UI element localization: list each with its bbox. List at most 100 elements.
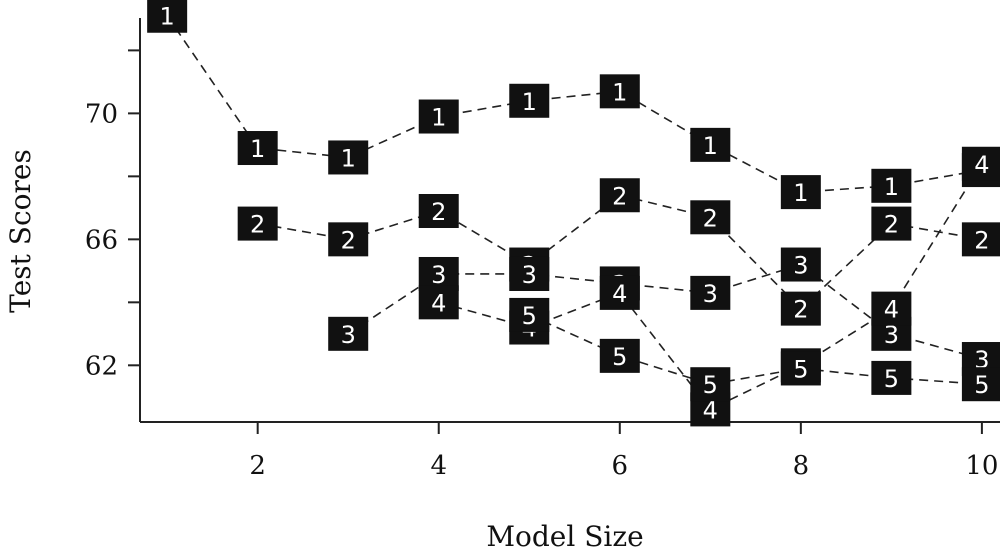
marker-series-1-x8: 1 <box>780 175 821 210</box>
marker-box <box>690 200 731 235</box>
marker-box <box>871 360 912 395</box>
marker-series-4-x6: 4 <box>599 275 640 310</box>
series-markers: 1111111111222222222333333334444444555555 <box>147 0 1000 427</box>
marker-label: 4 <box>884 296 899 324</box>
marker-series-3-x4: 3 <box>418 256 459 291</box>
marker-series-3-x7: 3 <box>690 275 731 310</box>
y-tick-label-70: 70 <box>85 99 118 129</box>
marker-series-1-x3: 1 <box>328 140 369 175</box>
marker-series-2-x8: 2 <box>780 291 821 326</box>
marker-series-1-x9: 1 <box>871 168 912 203</box>
marker-box <box>418 285 459 320</box>
marker-label: 4 <box>703 396 718 424</box>
marker-series-2-x7: 2 <box>690 200 731 235</box>
x-tick-label-8: 8 <box>793 451 810 481</box>
marker-label: 1 <box>431 104 446 132</box>
marker-label: 3 <box>522 261 537 289</box>
marker-label: 1 <box>250 135 265 163</box>
x-tick-label-6: 6 <box>612 451 629 481</box>
marker-label: 5 <box>612 343 627 371</box>
marker-box <box>690 275 731 310</box>
marker-series-5-x9: 5 <box>871 360 912 395</box>
marker-label: 2 <box>250 211 265 239</box>
marker-box <box>871 206 912 241</box>
marker-series-4-x4: 4 <box>418 285 459 320</box>
marker-series-2-x9: 2 <box>871 206 912 241</box>
marker-label: 4 <box>974 151 989 179</box>
marker-box <box>509 83 550 118</box>
marker-series-4-x10: 4 <box>961 146 1000 181</box>
marker-label: 2 <box>793 296 808 324</box>
marker-series-1-x5: 1 <box>509 83 550 118</box>
marker-label: 4 <box>612 280 627 308</box>
marker-label: 1 <box>703 132 718 160</box>
marker-label: 5 <box>793 355 808 383</box>
marker-label: 2 <box>884 211 899 239</box>
marker-box <box>871 291 912 326</box>
axes <box>139 18 1000 423</box>
marker-series-4-x9: 4 <box>871 291 912 326</box>
marker-box <box>871 168 912 203</box>
marker-series-5-x6: 5 <box>599 338 640 373</box>
marker-series-5-x8: 5 <box>780 351 821 386</box>
marker-label: 2 <box>974 226 989 254</box>
x-axis-title: Model Size <box>486 520 643 553</box>
marker-box <box>599 275 640 310</box>
marker-series-2-x4: 2 <box>418 194 459 228</box>
marker-label: 1 <box>612 78 627 106</box>
marker-box <box>690 367 731 402</box>
marker-box <box>599 338 640 373</box>
marker-label: 3 <box>974 346 989 374</box>
marker-label: 1 <box>341 144 356 172</box>
marker-box <box>509 297 550 332</box>
marker-series-3-x5: 3 <box>509 256 550 291</box>
marker-series-5-x7: 5 <box>690 367 731 402</box>
y-tick-label-62: 62 <box>85 351 118 381</box>
marker-label: 2 <box>431 198 446 226</box>
marker-series-2-x6: 2 <box>599 178 640 213</box>
marker-box <box>418 256 459 291</box>
marker-box <box>418 99 459 134</box>
marker-label: 1 <box>884 173 899 201</box>
marker-box <box>780 291 821 326</box>
marker-series-2-x3: 2 <box>328 222 369 257</box>
marker-label: 5 <box>703 371 718 399</box>
marker-label: 1 <box>160 3 175 31</box>
marker-box <box>418 194 459 228</box>
marker-box <box>780 175 821 210</box>
marker-label: 3 <box>431 261 446 289</box>
marker-box <box>961 222 1000 257</box>
marker-series-1-x4: 1 <box>418 99 459 134</box>
marker-box <box>780 247 821 282</box>
series-line-1 <box>166 15 983 193</box>
marker-box <box>690 127 731 162</box>
marker-label: 5 <box>974 371 989 399</box>
marker-series-1-x1: 1 <box>147 0 188 33</box>
marker-label: 3 <box>703 280 718 308</box>
marker-series-3-x3: 3 <box>328 316 369 351</box>
x-tick-label-10: 10 <box>965 451 998 481</box>
marker-series-5-x10: 5 <box>961 367 1000 402</box>
y-axis-title: Test Scores <box>4 149 37 313</box>
y-tick-label-66: 66 <box>85 225 118 255</box>
series-line-5 <box>528 314 982 386</box>
marker-series-1-x2: 1 <box>237 131 278 166</box>
marker-series-5-x5: 5 <box>509 297 550 332</box>
marker-label: 3 <box>793 252 808 280</box>
axis-ticks: 2 4 6 8 10 62 66 70 <box>85 49 998 481</box>
marker-label: 4 <box>431 289 446 317</box>
marker-series-2-x2: 2 <box>237 206 278 241</box>
series-lines <box>166 15 983 411</box>
marker-label: 1 <box>522 88 537 116</box>
marker-label: 2 <box>341 226 356 254</box>
marker-box <box>961 367 1000 402</box>
marker-box <box>509 256 550 291</box>
marker-box <box>328 316 369 351</box>
marker-label: 1 <box>793 179 808 207</box>
marker-box <box>599 178 640 213</box>
marker-label: 3 <box>884 321 899 349</box>
marker-label: 5 <box>884 365 899 393</box>
x-tick-label-2: 2 <box>249 451 266 481</box>
marker-box <box>328 222 369 257</box>
